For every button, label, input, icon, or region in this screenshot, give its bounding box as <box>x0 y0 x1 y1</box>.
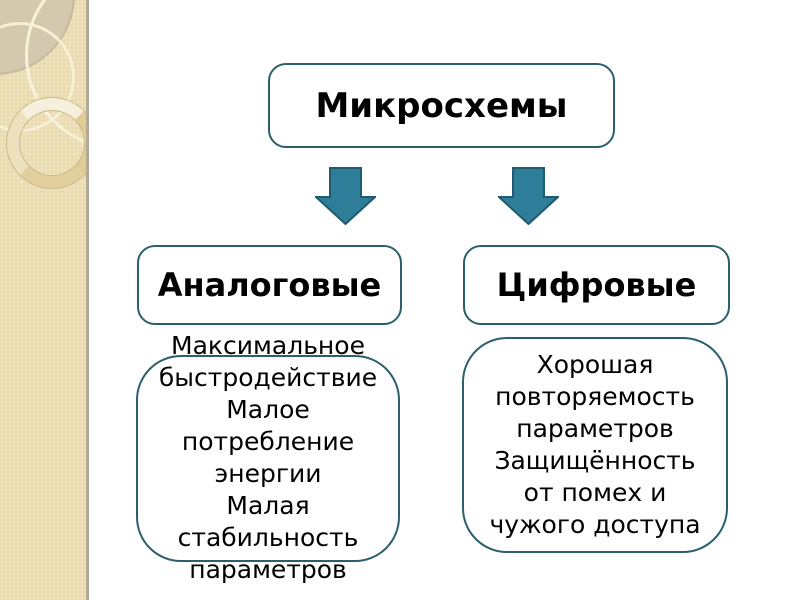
root-node-label: Микросхемы <box>315 85 568 126</box>
ring-decoration <box>7 98 86 188</box>
down-arrow-icon <box>498 167 559 225</box>
root-node-microchips: Микросхемы <box>268 63 615 148</box>
branch-digital-label: Цифровые <box>496 266 697 304</box>
analog-details-text: Максимальное быстродействие Малое потреб… <box>158 331 378 584</box>
branch-analog-label: Аналоговые <box>157 266 382 304</box>
digital-details-text: Хорошая повторяемость параметров Защищён… <box>489 350 701 539</box>
digital-details-box <box>462 337 728 553</box>
sidebar-decoration <box>0 0 89 600</box>
analog-details-box <box>136 355 400 562</box>
branch-node-digital: Цифровые <box>463 245 730 325</box>
branch-node-analog: Аналоговые <box>137 245 402 325</box>
down-arrow-icon <box>315 167 376 225</box>
